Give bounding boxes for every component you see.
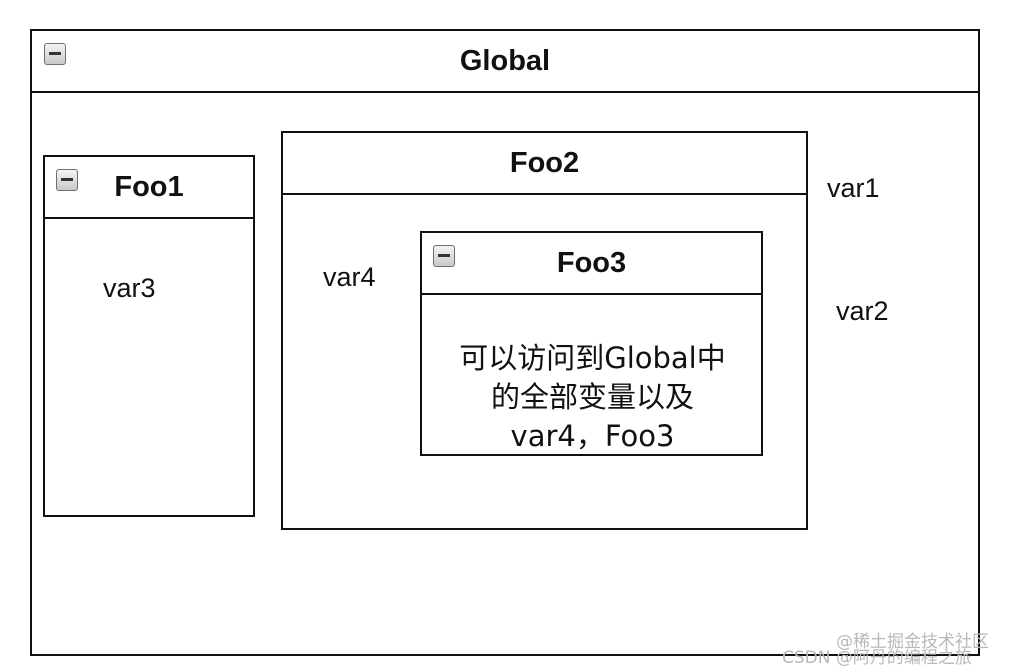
- foo1-scope-header: Foo1: [45, 157, 253, 219]
- global-variable-label: var2: [836, 296, 889, 326]
- global-variable-label: var1: [827, 173, 880, 203]
- collapse-icon[interactable]: [56, 169, 78, 191]
- note-line: 可以访问到Global中: [459, 341, 726, 375]
- foo2-scope-title: Foo2: [509, 146, 580, 179]
- foo1-variable-label: var3: [103, 273, 156, 303]
- global-scope-title: Global: [459, 44, 551, 77]
- global-scope-header: Global: [32, 31, 978, 93]
- foo3-scope-title: Foo3: [556, 246, 627, 279]
- note-line: var4，Foo3: [510, 419, 675, 453]
- collapse-icon[interactable]: [44, 43, 66, 65]
- note-line: 的全部变量以及: [490, 380, 694, 414]
- foo3-scope-box: Foo3: [420, 231, 763, 456]
- watermark-line: CSDN @阿丹的编程之旅: [782, 648, 972, 668]
- foo1-scope-box: Foo1: [43, 155, 255, 517]
- foo3-scope-note: 可以访问到Global中 的全部变量以及 var4，Foo3: [430, 339, 755, 456]
- collapse-icon[interactable]: [433, 245, 455, 267]
- watermark-line: @稀土掘金技术社区: [836, 632, 989, 652]
- foo1-scope-title: Foo1: [114, 170, 184, 203]
- foo2-scope-header: Foo2: [283, 133, 806, 195]
- foo3-scope-header: Foo3: [422, 233, 761, 295]
- foo2-variable-label: var4: [323, 262, 376, 292]
